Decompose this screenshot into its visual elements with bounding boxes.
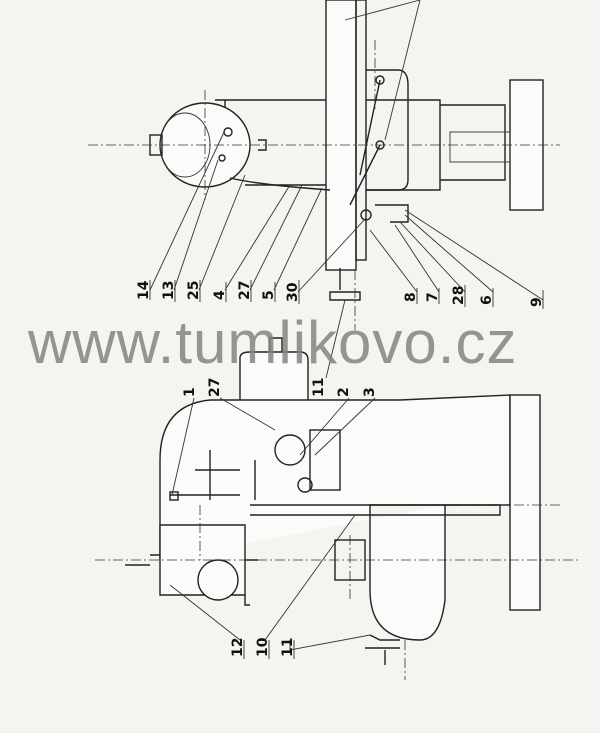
callout-3: 3 [362, 387, 378, 397]
side-view-machine [95, 299, 580, 680]
label-underlines [243, 640, 295, 659]
centerlines [95, 504, 580, 680]
handwheel [215, 99, 267, 151]
oil-point [375, 75, 385, 85]
callout-7: 7 [425, 292, 441, 302]
callout-27: 27 [207, 378, 223, 397]
side-view-labels: 12 10 11 [230, 637, 296, 659]
leader-lines [344, 0, 421, 141]
callout-27: 27 [237, 281, 253, 300]
saddle [366, 69, 409, 191]
callout-2: 2 [336, 387, 352, 397]
table-edge [355, 0, 367, 261]
watermark: www.tumlikovo.cz [28, 309, 518, 376]
overarm-guide [250, 504, 501, 516]
arm [245, 99, 326, 186]
oil-sight-glass [274, 434, 306, 466]
centerlines [88, 40, 560, 330]
oil-tank [375, 204, 409, 223]
head-spindle [125, 554, 258, 606]
callout-10: 10 [255, 637, 271, 657]
callout-5: 5 [261, 290, 277, 300]
callout-11: 11 [311, 378, 327, 397]
column-body [159, 394, 511, 641]
leader-lines [169, 514, 371, 651]
oil-reservoir [309, 429, 341, 491]
top-view-machine [88, 0, 560, 330]
table [325, 0, 357, 271]
column-pillar [449, 131, 511, 163]
base [509, 394, 541, 611]
callout-11: 11 [280, 638, 296, 657]
oil-point [218, 154, 226, 162]
top-view-labels: 14 13 25 4 27 5 30 8 7 28 6 9 [136, 280, 545, 309]
callout-28: 28 [451, 286, 467, 305]
middle-labels: 1 27 11 2 3 [182, 378, 378, 397]
callout-6: 6 [479, 295, 495, 305]
callout-25: 25 [186, 281, 202, 300]
callout-12: 12 [230, 638, 246, 657]
oil-point [297, 477, 313, 493]
head-gear [197, 559, 239, 601]
callout-9: 9 [529, 297, 545, 307]
motor-cap [269, 337, 283, 352]
leader-lines [149, 129, 544, 301]
callout-8: 8 [403, 292, 419, 302]
oil-pump [360, 209, 372, 221]
callout-30: 30 [285, 282, 301, 302]
leader-lines [171, 299, 376, 496]
callout-14: 14 [136, 280, 152, 300]
knee-handle [365, 634, 400, 665]
callout-1: 1 [182, 387, 198, 397]
label-underlines [149, 280, 544, 309]
distributor [169, 491, 179, 501]
knee-crank [329, 268, 361, 301]
column-top [440, 104, 506, 181]
callout-13: 13 [161, 281, 177, 300]
oil-pipe [229, 177, 331, 191]
oil-distribution-pipes [170, 450, 256, 500]
callout-4: 4 [212, 290, 228, 300]
oil-pipe [349, 79, 381, 206]
